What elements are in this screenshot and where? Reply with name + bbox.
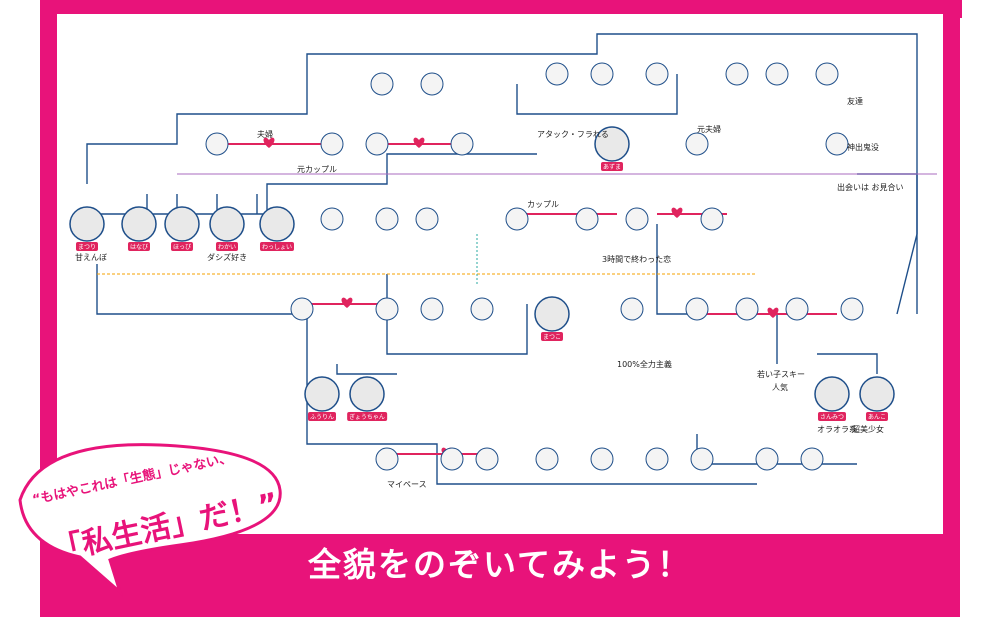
penguin-name-tag: まつり <box>75 242 99 251</box>
blue-link <box>386 274 528 355</box>
blue-link <box>516 74 678 115</box>
note: アタック・フラれる <box>537 130 609 139</box>
penguin-name-tag: ぎょうちゃん <box>347 412 387 421</box>
note: 夫婦 <box>257 130 273 139</box>
note: 人気 <box>772 383 788 392</box>
note: 100%全力主義 <box>617 360 672 369</box>
blue-link <box>857 173 918 314</box>
blue-link <box>817 353 878 374</box>
note: 甘えんぼ <box>75 253 107 262</box>
note: 3時間で終わった恋 <box>602 255 672 264</box>
top-corner-accent <box>944 0 962 18</box>
penguin-icon <box>209 206 245 242</box>
penguin-icon <box>69 206 105 242</box>
note: 元カップル <box>297 165 337 174</box>
heart-icon <box>341 297 353 308</box>
penguin-name-tag: はなび <box>127 242 151 251</box>
penguin-name-tag: ふうりん <box>307 412 337 421</box>
note: カップル <box>527 200 559 209</box>
note: 若い子スキー <box>757 370 805 379</box>
penguin-name-tag: さんみつ <box>817 412 847 421</box>
penguin-icon <box>534 296 570 332</box>
penguin-icon <box>349 376 385 412</box>
blue-link <box>96 264 307 315</box>
heart-icon <box>767 307 779 318</box>
blue-link <box>146 194 258 214</box>
heart-icon <box>413 137 425 148</box>
note: 出会いは お見合い <box>837 183 904 192</box>
note: マイペース <box>387 480 427 489</box>
penguin-icon <box>164 206 200 242</box>
penguin-icon <box>259 206 295 242</box>
penguin-name-tag: あずま <box>600 162 624 171</box>
penguin-name-tag: ほっぴ <box>170 242 194 251</box>
note: 友達 <box>847 97 863 106</box>
note: ダシズ好き <box>207 253 248 262</box>
blue-link <box>656 224 778 364</box>
penguin-name-tag: わっしょい <box>259 242 295 251</box>
penguin-icon <box>859 376 895 412</box>
note: 神出鬼没 <box>847 143 879 152</box>
note: 元夫婦 <box>697 125 721 134</box>
heart-icon <box>263 137 275 148</box>
penguin-icon <box>814 376 850 412</box>
note: 超美少女 <box>852 425 884 434</box>
relationship-lines <box>69 33 937 485</box>
penguin-icon <box>121 206 157 242</box>
note: オラオラ系 <box>817 425 857 434</box>
penguin-icon <box>304 376 340 412</box>
penguin-name-tag: あんこ <box>865 412 889 421</box>
blue-link <box>97 153 537 215</box>
penguin-icon <box>594 126 630 162</box>
penguin-name-tag: まつこ <box>540 332 564 341</box>
blue-link <box>336 364 397 375</box>
penguin-name-tag: わかい <box>215 242 239 251</box>
blue-link <box>86 33 918 315</box>
cta-heading: 全貌をのぞいてみよう！ <box>307 545 692 584</box>
heart-icon <box>671 207 683 218</box>
